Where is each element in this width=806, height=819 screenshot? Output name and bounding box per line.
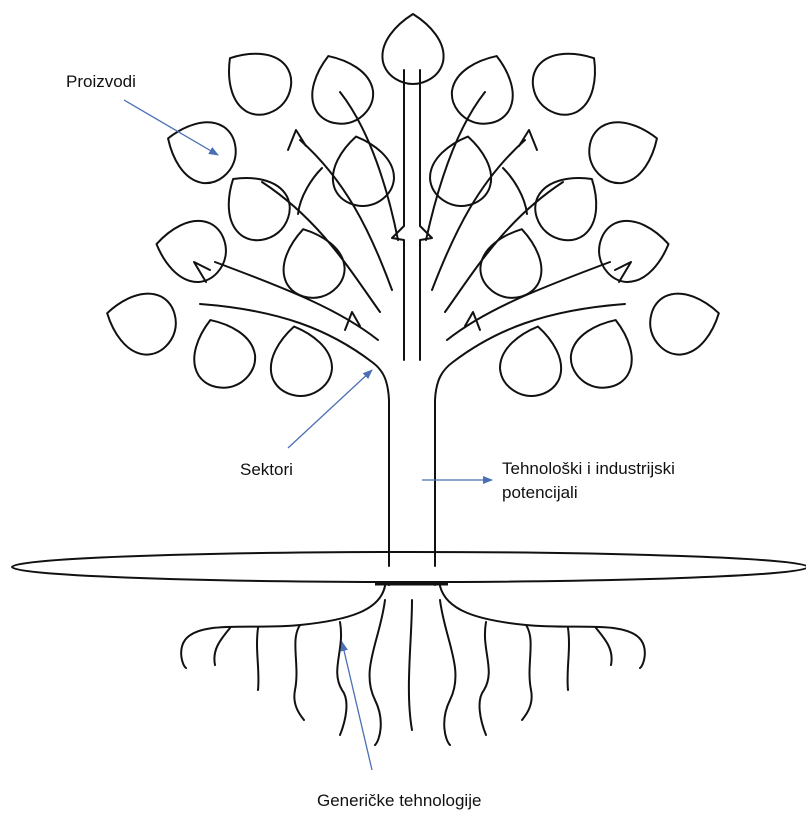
label-potentials-line1: Tehnološki i industrijski [502,457,675,481]
label-generic-tech: Generičke tehnologije [317,789,481,813]
arrow-sectors [288,370,372,448]
label-potentials: Tehnološki i industrijski potencijali [502,457,675,505]
label-sectors: Sektori [240,458,293,482]
ground-ellipse [12,552,806,582]
label-products: Proizvodi [66,70,136,94]
tree-roots [181,586,645,745]
label-potentials-line2: potencijali [502,481,675,505]
tree-leaves [99,14,727,401]
